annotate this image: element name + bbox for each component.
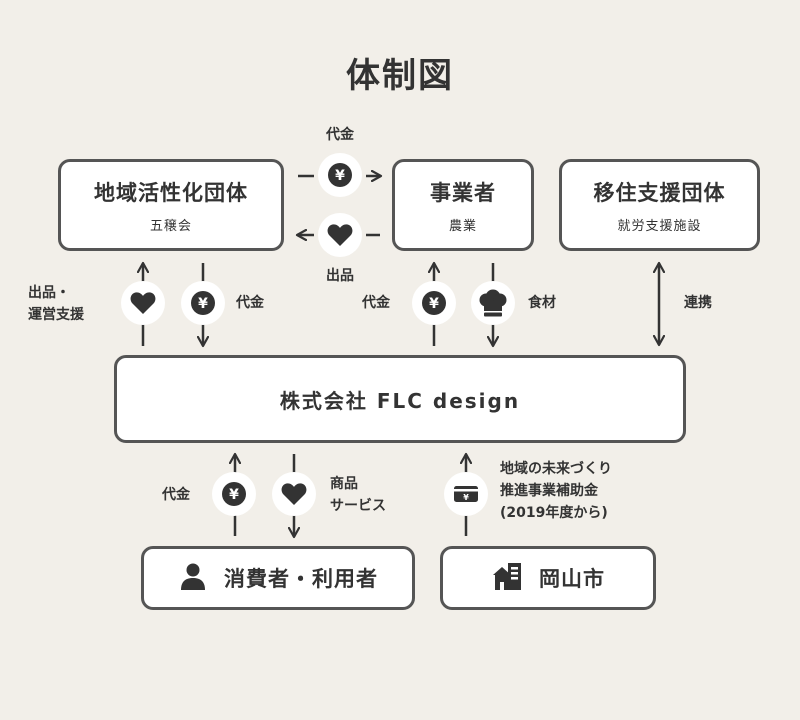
yen-coin-icon: ¥: [412, 281, 456, 325]
yen-coin-icon: ¥: [181, 281, 225, 325]
building-icon: [491, 560, 523, 596]
label-consumer-payment: 代金: [162, 487, 190, 503]
node-consumers: 消費者・利用者: [141, 546, 415, 610]
node-company: 株式会社 FLC design: [114, 355, 686, 443]
node-city: 岡山市: [440, 546, 656, 610]
svg-text:¥: ¥: [229, 487, 239, 503]
node-business-name: 事業者: [430, 180, 496, 205]
node-consumers-name: 消費者・利用者: [224, 567, 378, 591]
node-local-group-name: 地域活性化団体: [94, 180, 248, 205]
heart-icon: [121, 281, 165, 325]
node-business: 事業者 農業: [392, 159, 534, 251]
label-ingredients: 食材: [528, 295, 556, 311]
svg-text:¥: ¥: [335, 168, 345, 184]
label-cooperation: 連携: [684, 295, 712, 311]
node-migration-sub: 就労支援施設: [617, 218, 702, 234]
node-company-name: 株式会社 FLC design: [279, 388, 521, 413]
svg-text:¥: ¥: [198, 296, 208, 312]
label-top-product: 出品: [326, 268, 354, 284]
heart-icon: [272, 472, 316, 516]
label-subsidy: 地域の未来づくり 推進事業補助金 (2019年度から): [500, 461, 612, 521]
node-migration-name: 移住支援団体: [593, 180, 726, 205]
yen-coin-icon: ¥: [212, 472, 256, 516]
page-title: 体制図: [346, 56, 454, 96]
node-local-group: 地域活性化団体 五穣会: [58, 159, 284, 251]
node-migration: 移住支援団体 就労支援施設: [559, 159, 760, 251]
svg-text:¥: ¥: [463, 493, 469, 502]
node-business-sub: 農業: [448, 218, 477, 234]
label-product-support: 出品・ 運営支援: [28, 285, 84, 323]
label-top-payment: 代金: [326, 127, 354, 143]
label-goods-services: 商品 サービス: [330, 476, 386, 514]
node-local-group-sub: 五穣会: [149, 218, 192, 234]
chef-hat-icon: [471, 281, 515, 325]
person-icon: [178, 561, 208, 595]
yen-coin-icon: ¥: [318, 153, 362, 197]
label-left-payment: 代金: [236, 295, 264, 311]
heart-icon: [318, 213, 362, 257]
node-city-name: 岡山市: [539, 567, 605, 591]
money-bill-icon: ¥: [444, 472, 488, 516]
label-biz-payment: 代金: [362, 295, 390, 311]
svg-text:¥: ¥: [429, 296, 439, 312]
